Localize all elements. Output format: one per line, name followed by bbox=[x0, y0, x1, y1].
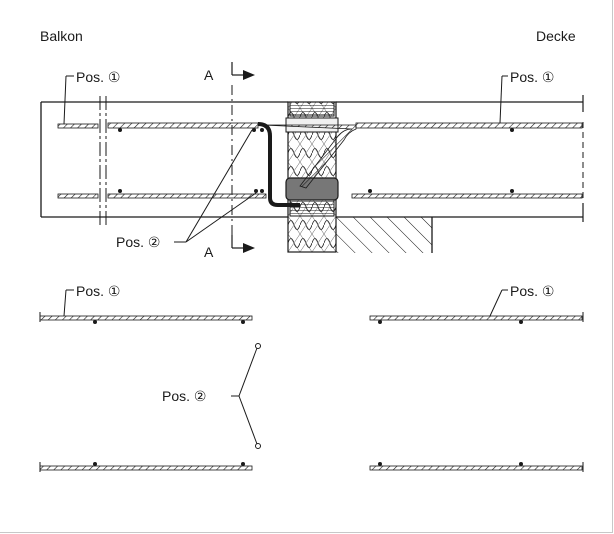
slab-outline bbox=[40, 95, 584, 225]
detail-pos2: Pos. ② bbox=[162, 343, 261, 449]
svg-text:Pos. ②: Pos. ② bbox=[162, 388, 206, 404]
svg-text:Pos. ①: Pos. ① bbox=[510, 283, 554, 299]
svg-text:Pos. ①: Pos. ① bbox=[76, 69, 120, 85]
pos1-callout-left-upper: Pos. ① bbox=[63, 69, 120, 125]
svg-text:A: A bbox=[204, 244, 214, 260]
upper-bar-balcony bbox=[57, 122, 259, 129]
svg-text:Pos. ①: Pos. ① bbox=[510, 69, 554, 85]
detail-bottom-bar-right bbox=[369, 462, 584, 472]
section-mark-bottom: A bbox=[204, 235, 255, 260]
lower-bar-balcony bbox=[57, 193, 267, 199]
decke-label: Decke bbox=[536, 28, 576, 44]
detail-bottom-bar-left bbox=[39, 462, 253, 472]
detail-pos1-left: Pos. ① bbox=[39, 283, 253, 324]
svg-text:Pos. ①: Pos. ① bbox=[76, 283, 120, 299]
pos1-callout-right-upper: Pos. ① bbox=[499, 69, 554, 124]
balkon-label: Balkon bbox=[40, 28, 83, 44]
svg-text:Pos. ②: Pos. ② bbox=[116, 234, 160, 250]
pos2-callout-upper: Pos. ② bbox=[116, 129, 257, 250]
lower-bar-ceiling bbox=[351, 193, 583, 199]
upper-bar-ceiling bbox=[355, 122, 583, 129]
wall-hatched bbox=[336, 217, 433, 253]
diagonal-bar bbox=[261, 124, 357, 189]
detail-pos1-right: Pos. ① bbox=[369, 283, 584, 324]
section-mark-top: A bbox=[204, 62, 255, 83]
svg-text:A: A bbox=[204, 67, 214, 83]
transverse-bars-upper bbox=[118, 128, 514, 193]
